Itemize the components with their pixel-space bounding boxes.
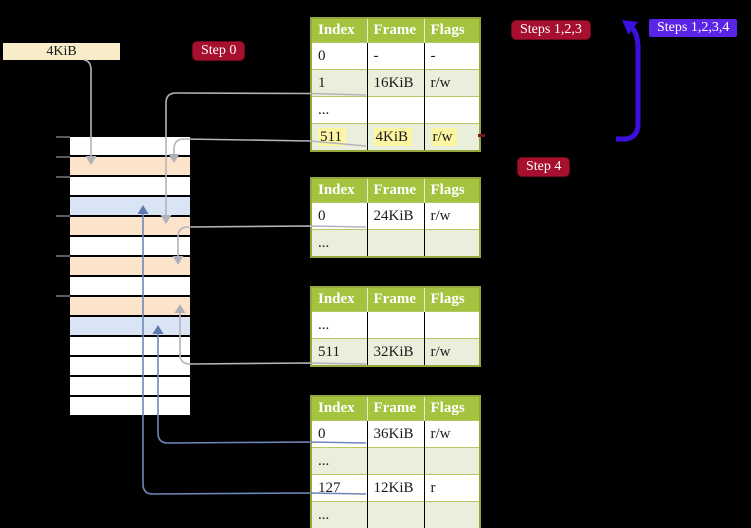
column-header-index: Index [311,18,367,43]
memory-frame-row [70,277,190,295]
column-header-flags: Flags [423,396,480,421]
column-header-index: Index [311,178,367,203]
column-header-frame: Frame [366,178,424,203]
table-cell: 0 [311,202,367,230]
memory-frame-row [70,297,190,315]
table-row: 0-- [311,42,480,70]
frame-size-label: 4KiB [3,43,120,60]
table-cell: r/w [423,420,480,448]
table-row: ... [311,229,480,257]
table-cell [366,311,424,339]
table-cell [366,447,424,475]
table-row: ... [311,447,480,475]
table-row: ... [311,311,480,339]
table-cell: 1 [311,69,367,97]
table-cell: ... [311,447,367,475]
table-cell: 511 [311,123,367,151]
table-cell: 16KiB [366,69,424,97]
table-cell: r/w [423,338,480,366]
memory-frame-row [70,257,190,275]
steps-loop-arrow [616,19,641,142]
table-cell: ... [311,229,367,257]
table-cell [423,311,480,339]
table-cell: 0 [311,420,367,448]
step4-badge: Step 4 [517,157,571,177]
step0-badge: Step 0 [192,41,246,61]
table-cell [423,96,480,124]
table-cell: ... [311,311,367,339]
column-header-frame: Frame [366,396,424,421]
memory-frame-row [70,217,190,235]
table-cell: - [366,42,424,70]
table-cell [423,501,480,528]
memory-frame-row [70,377,190,395]
table-cell: 0 [311,42,367,70]
column-header-flags: Flags [423,18,480,43]
memory-tick [56,215,70,217]
table-cell: 36KiB [366,420,424,448]
column-header-index: Index [311,287,367,312]
memory-tick [56,176,70,178]
column-header-frame: Frame [366,18,424,43]
table-cell: 12KiB [366,474,424,502]
memory-frame-row [70,357,190,375]
memory-frame-row [70,237,190,255]
memory-frame-row [70,137,190,155]
memory-tick [56,295,70,297]
memory-frame-row [70,197,190,215]
memory-column [70,137,190,415]
column-header-flags: Flags [423,178,480,203]
memory-tick [56,255,70,257]
table-cell: r/w [423,69,480,97]
memory-frame-row [70,317,190,335]
table-cell: 4KiB [366,123,424,151]
memory-frame-row [70,397,190,415]
memory-frame-row [70,337,190,355]
table-cell: 32KiB [366,338,424,366]
highlighted-value: 511 [318,127,346,146]
memory-frame-row [70,177,190,195]
table-cell: r/w [423,202,480,230]
table-cell [366,229,424,257]
memory-frame-row [70,157,190,175]
steps-123-badge: Steps 1,2,3 [511,20,591,40]
table-cell: - [423,42,480,70]
table-cell: 511 [311,338,367,366]
table-cell [423,229,480,257]
table-row: 511 4KiB r/w [311,123,480,151]
table-cell: r/w [423,123,480,151]
column-header-flags: Flags [423,287,480,312]
table-cell: r [423,474,480,502]
highlighted-value: r/w [430,127,457,146]
table-cell: ... [311,501,367,528]
column-header-frame: Frame [366,287,424,312]
table-cell: ... [311,96,367,124]
column-header-index: Index [311,396,367,421]
table-cell: 127 [311,474,367,502]
table-cell [366,96,424,124]
table-row: ... [311,96,480,124]
highlighted-value: 4KiB [373,127,413,146]
table-cell: 24KiB [366,202,424,230]
table-row: ... [311,501,480,528]
steps-1234-badge: Steps 1,2,3,4 [649,19,738,37]
memory-tick [56,136,70,138]
table-cell [366,501,424,528]
memory-tick [56,156,70,158]
table-cell [423,447,480,475]
